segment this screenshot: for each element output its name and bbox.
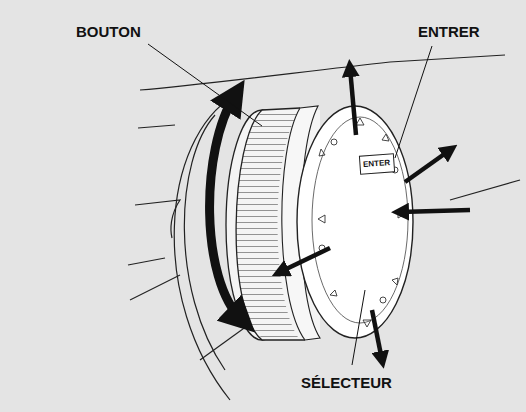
dashboard (128, 55, 520, 400)
part-label: SÉLECTEUR (301, 374, 392, 391)
key-label: ENTER (363, 158, 391, 169)
leader-lines (148, 44, 432, 365)
part-label: ENTRER (418, 23, 480, 40)
part-label: BOUTON (76, 23, 141, 40)
